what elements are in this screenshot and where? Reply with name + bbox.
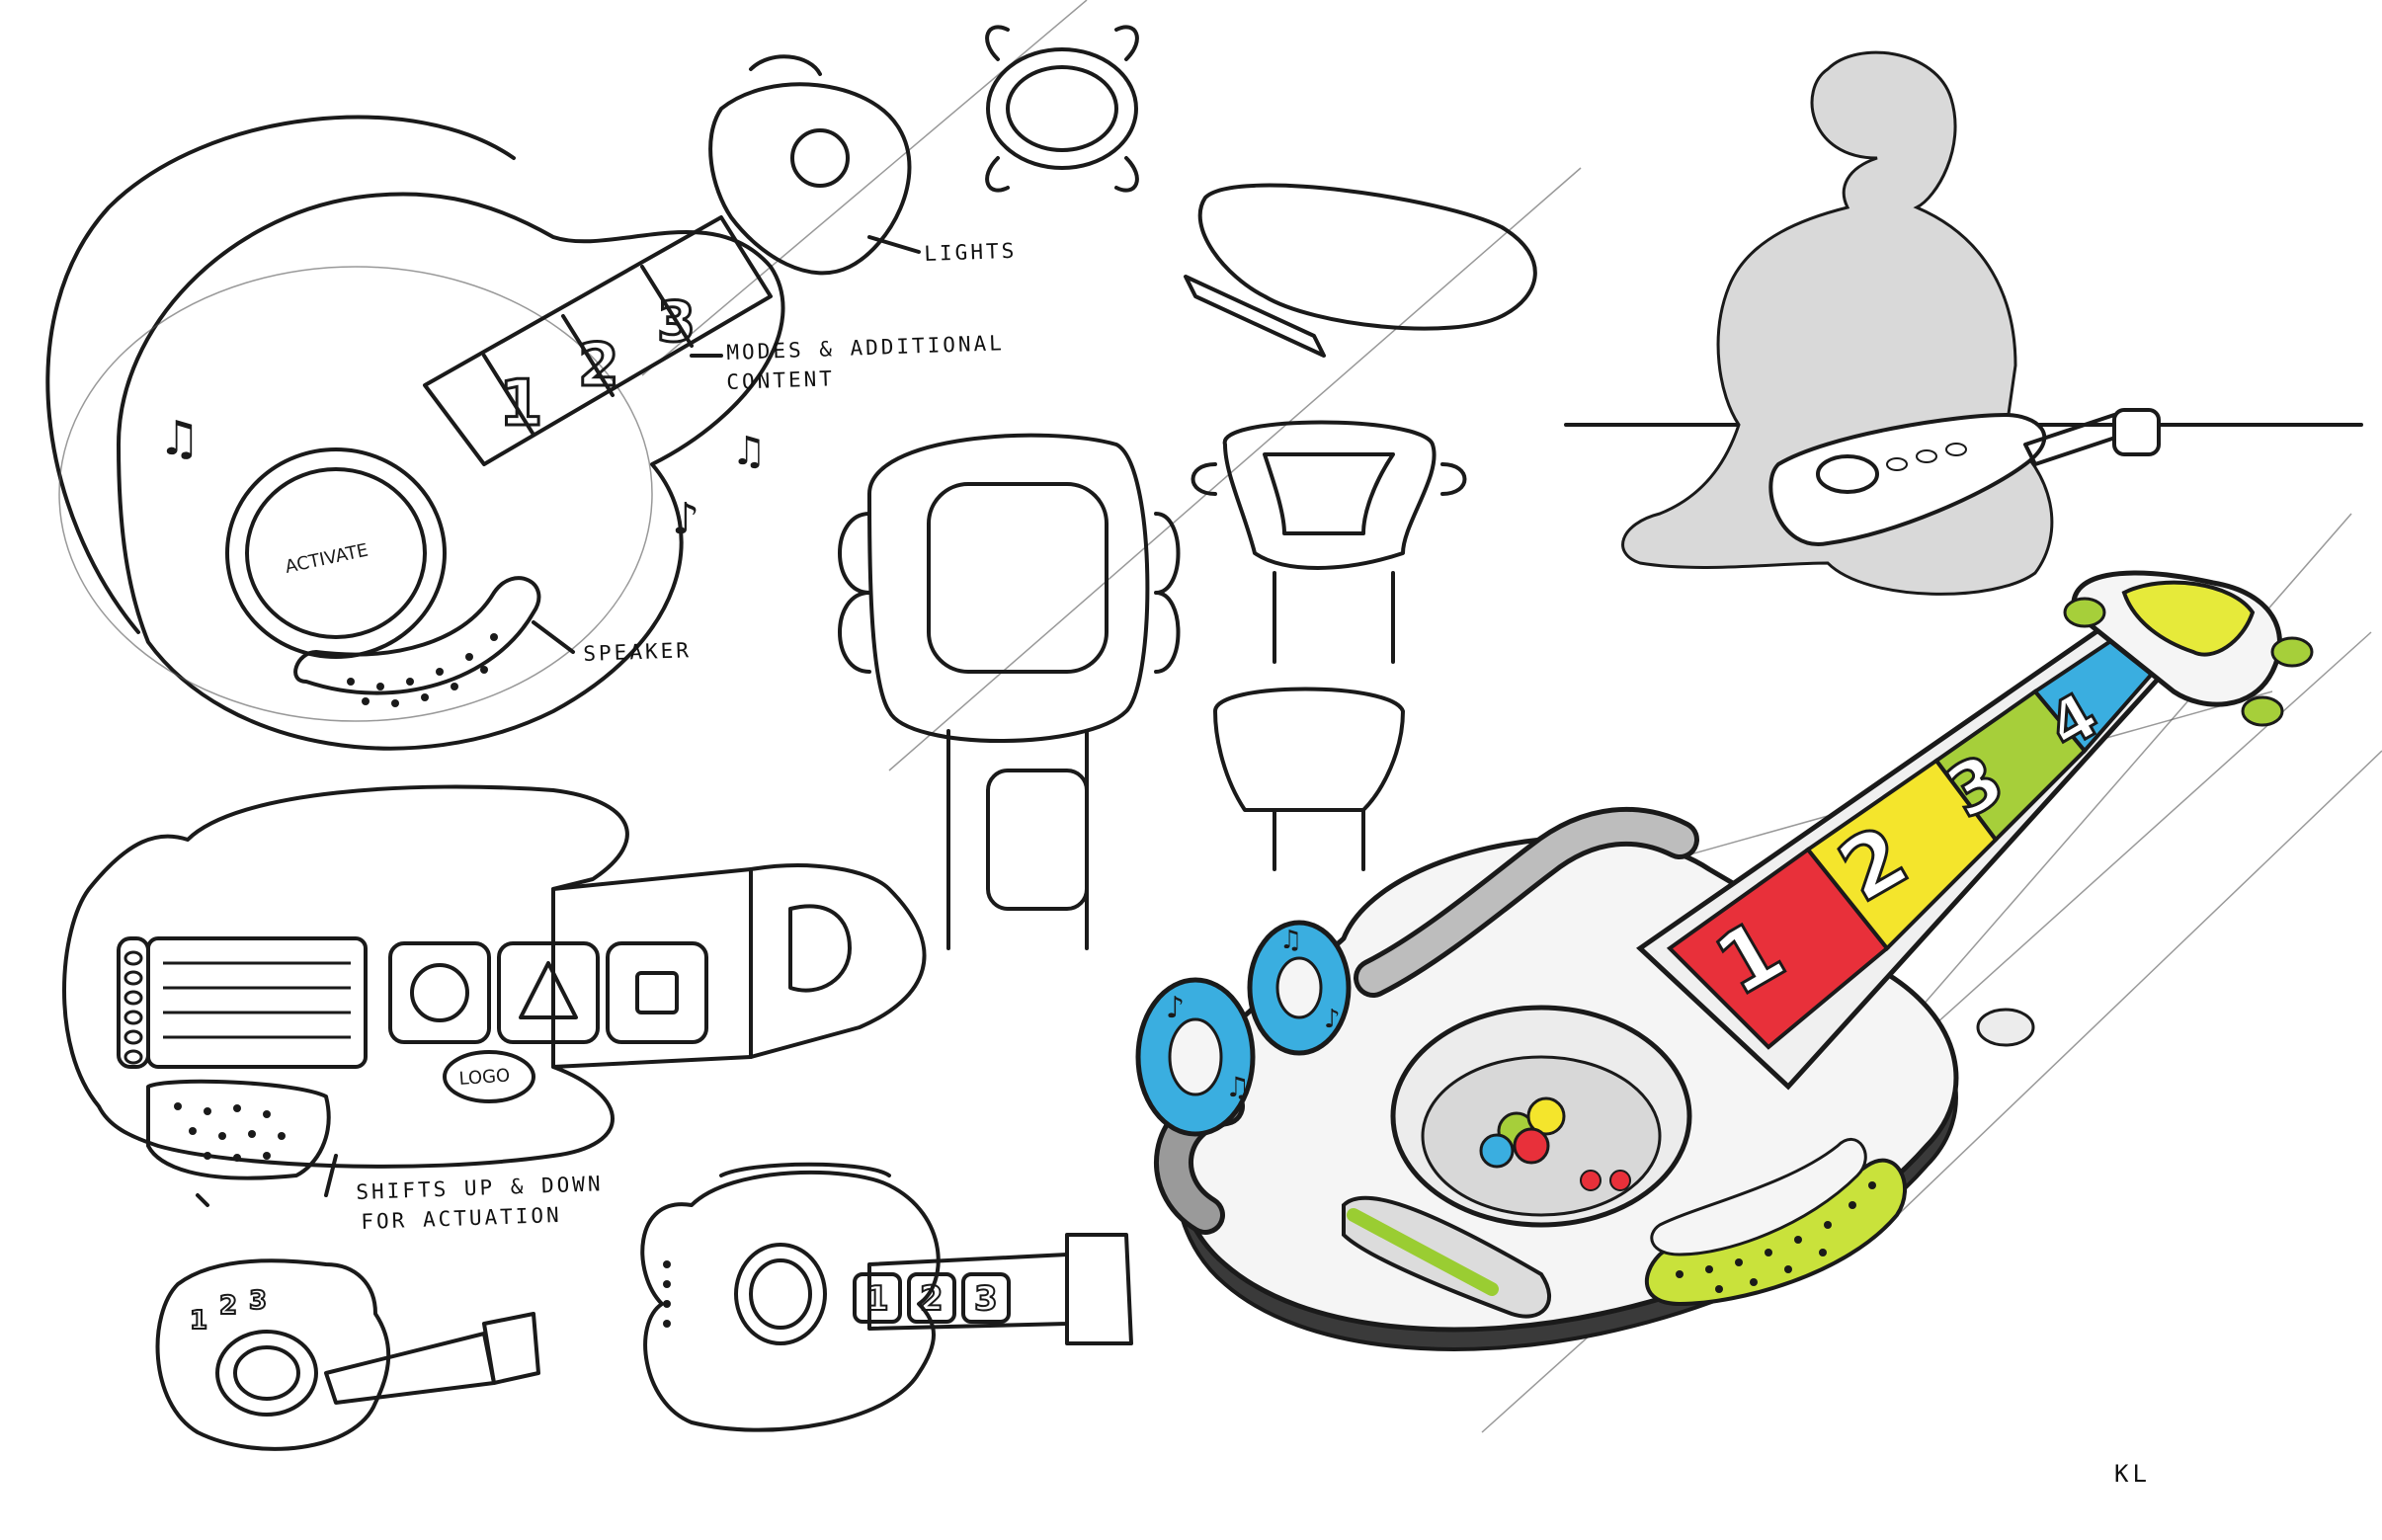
logo-label: LOGO bbox=[458, 1065, 511, 1090]
sketch-guitar-small-a: 1 2 3 bbox=[155, 1258, 540, 1451]
render-guitar-color: 1 2 3 4 ♪ ♫ ♫ ♪ bbox=[1135, 570, 2314, 1351]
sketch-baby-silhouette bbox=[1564, 50, 2363, 596]
svg-text:♫: ♫ bbox=[158, 411, 201, 466]
annotation-speaker: SPEAKER bbox=[583, 638, 693, 666]
sketch-guitar-front: LOGO bbox=[62, 784, 927, 1197]
svg-text:♪: ♪ bbox=[1324, 1005, 1341, 1034]
artist-signature: KL bbox=[2114, 1460, 2151, 1488]
sketch-guitar-top-left: ♫ ♪ ♫ 1 2 3 ACTIVATE bbox=[45, 54, 921, 751]
activate-label: ACTIVATE bbox=[284, 540, 370, 578]
svg-text:♪: ♪ bbox=[1166, 991, 1185, 1025]
small-a-number-2: 2 bbox=[219, 1291, 237, 1321]
annotation-lights: LIGHTS bbox=[924, 238, 1018, 266]
neck-number-1: 1 bbox=[499, 367, 543, 441]
svg-text:♪: ♪ bbox=[672, 494, 699, 544]
sketch-guitar-small-b: 1 2 3 bbox=[640, 1162, 1133, 1432]
neck-number-2: 2 bbox=[578, 331, 619, 400]
svg-text:♫: ♫ bbox=[1225, 1071, 1250, 1103]
svg-text:♫: ♫ bbox=[731, 429, 767, 474]
small-b-number-3: 3 bbox=[974, 1279, 998, 1319]
small-a-number-3: 3 bbox=[249, 1286, 267, 1316]
small-b-number-1: 1 bbox=[865, 1279, 889, 1319]
small-b-number-2: 2 bbox=[920, 1279, 944, 1319]
neck-number-3: 3 bbox=[657, 290, 696, 355]
sketch-headstock-details bbox=[838, 25, 1537, 950]
annotation-modes-line2: CONTENT bbox=[726, 366, 836, 394]
svg-text:♫: ♫ bbox=[1279, 926, 1302, 955]
small-a-number-1: 1 bbox=[190, 1306, 207, 1336]
